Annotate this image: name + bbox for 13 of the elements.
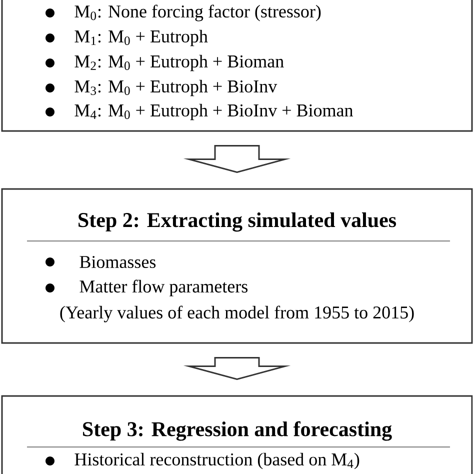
note-text: (Yearly values of each model from 1955 to 2015): [60, 306, 414, 322]
step-heading: Step 2: Extracting simulated values: [78, 212, 396, 232]
bullet-item: M$_{3}$: M$_{0}$ + Eutroph + BioInv: [46, 80, 278, 96]
bullet-item: Biomasses: [46, 256, 156, 268]
bullet-item: M$_{2}$: M$_{0}$ + Eutroph + Bioman: [46, 54, 284, 72]
step-heading: Step 3: Regression and forecasting: [83, 421, 392, 441]
bullet-item: Historical reconstruction (based on M$_{4}$): [46, 452, 360, 470]
bullet-item: M$_{0}$: None forcing factor (stressor): [46, 4, 321, 22]
block-arrow: [183, 357, 291, 380]
bullet-item: M$_{1}$: M$_{0}$ + Eutroph: [46, 30, 208, 46]
bullet-item: M$_{4}$: M$_{0}$ + Eutroph + BioInv + Bioman: [46, 104, 353, 120]
block-arrow: [183, 145, 291, 174]
bullet-item: Matter flow parameters: [46, 280, 248, 296]
